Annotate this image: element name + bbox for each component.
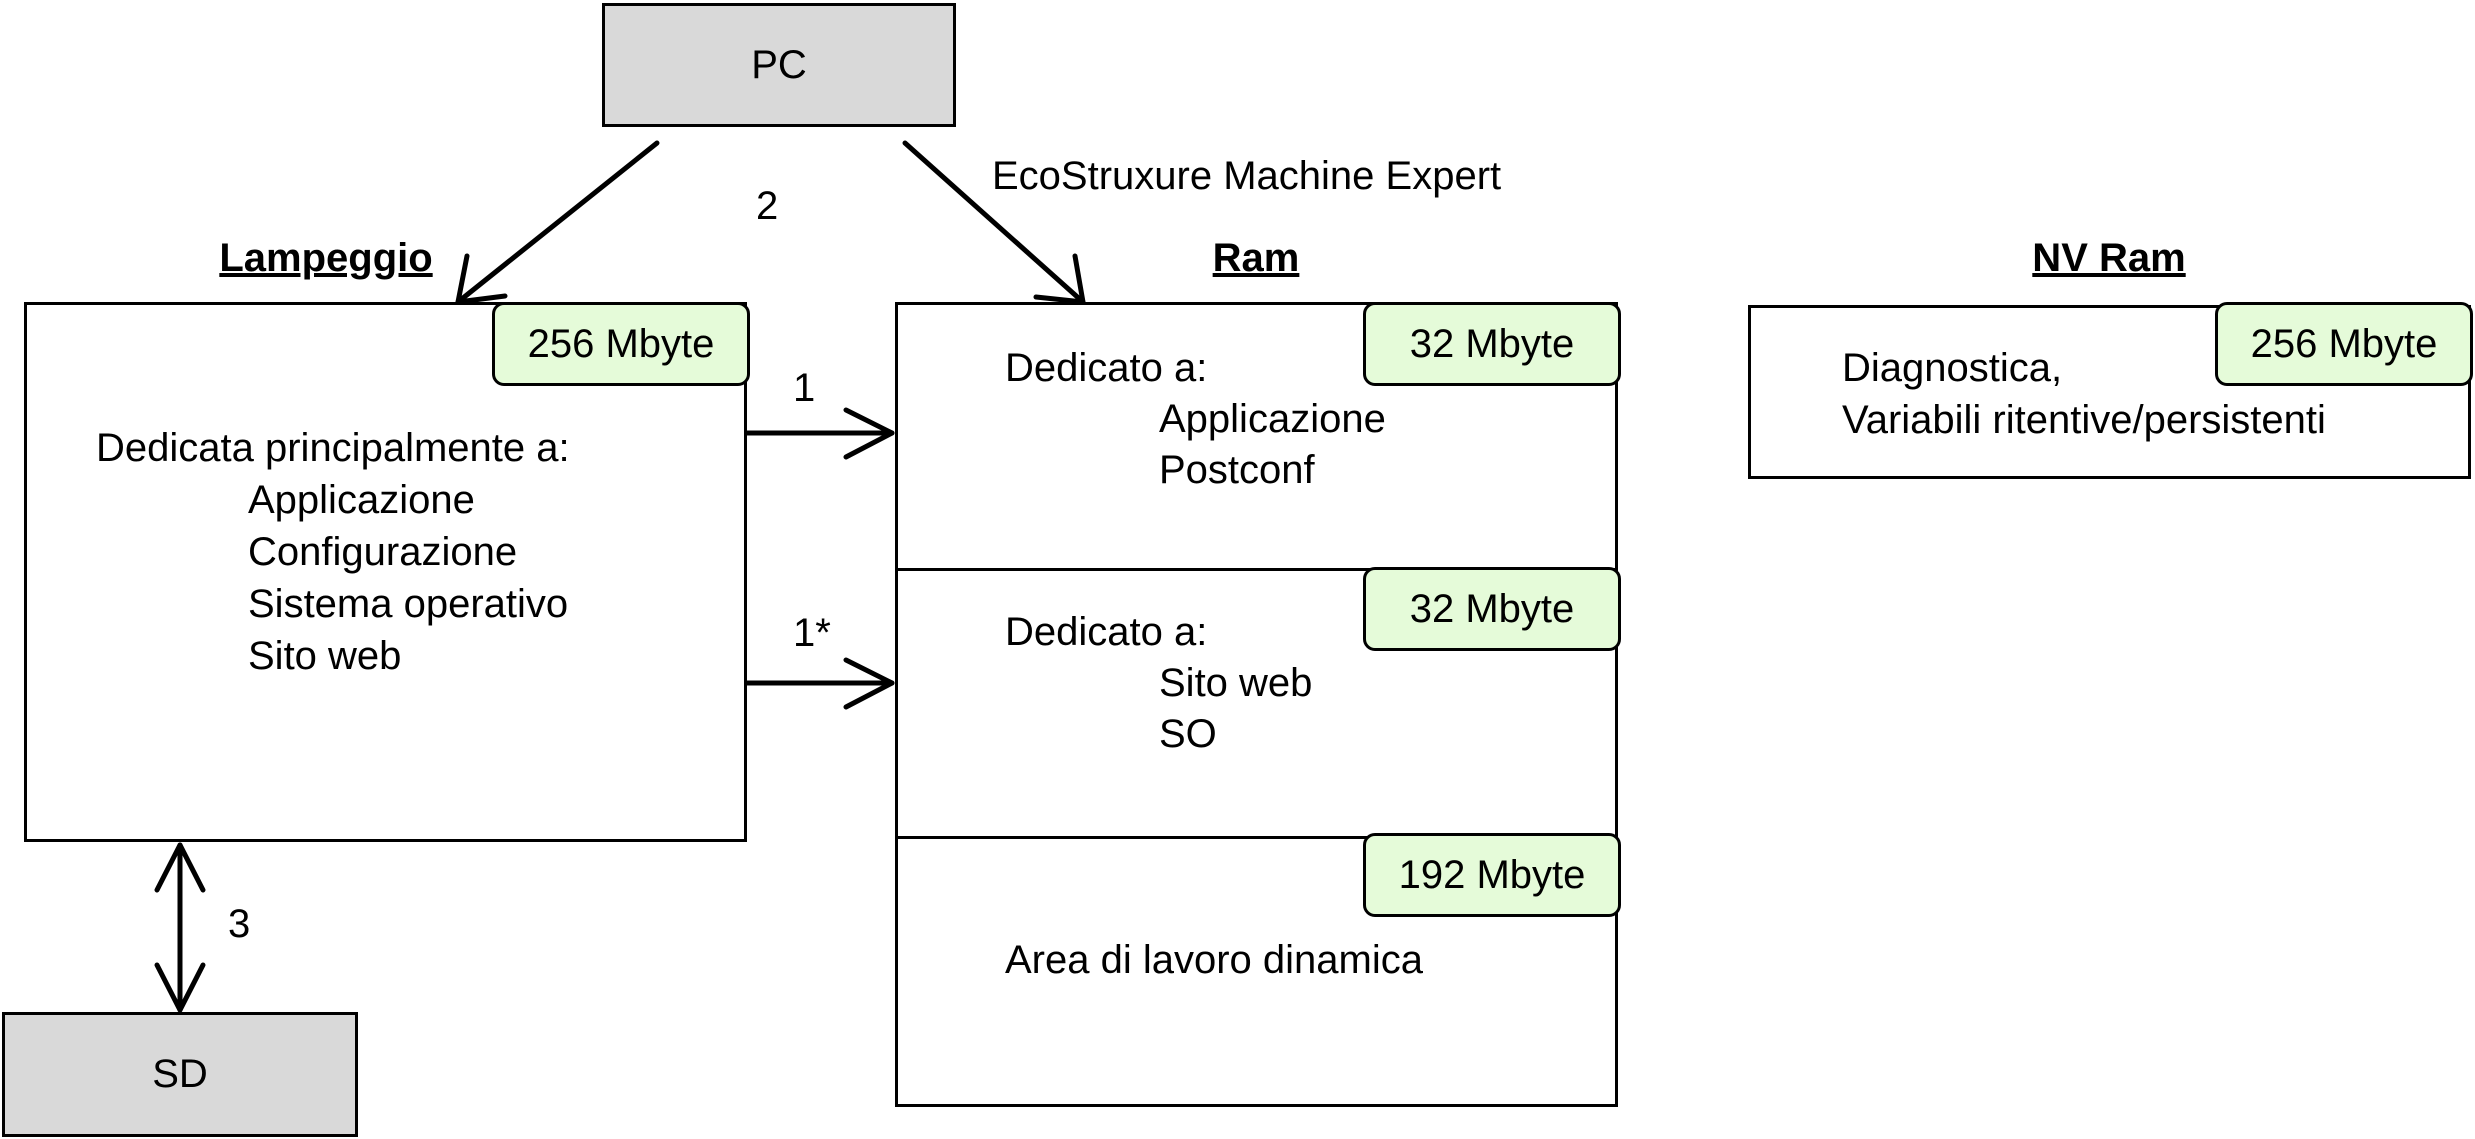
- pc-box: PC: [602, 3, 956, 127]
- ram-section-size-badge: 32 Mbyte: [1363, 567, 1621, 651]
- ram-section-item: Applicazione: [1159, 397, 1386, 441]
- ram-section-heading: Dedicato a:: [1005, 610, 1208, 654]
- flash-item: Applicazione: [248, 478, 475, 522]
- ram-section-item: SO: [1159, 712, 1217, 756]
- flash-item: Configurazione: [248, 530, 518, 574]
- arrow-label-3: 3: [228, 902, 251, 946]
- nvram-size-badge: 256 Mbyte: [2215, 302, 2473, 386]
- ram-section-heading: Dedicato a:: [1005, 346, 1208, 390]
- pc-label: PC: [751, 42, 807, 87]
- nvram-title: NV Ram: [2032, 236, 2186, 280]
- nvram-line: Diagnostica,: [1842, 346, 2063, 390]
- arrow-label-2: 2: [756, 184, 779, 228]
- arrow-flash-sd: [154, 842, 206, 1013]
- flash-item: Sito web: [248, 634, 402, 678]
- ram-section-size-badge: 32 Mbyte: [1363, 302, 1621, 386]
- flash-item: Sistema operativo: [248, 582, 569, 626]
- nvram-box: [1748, 305, 2471, 479]
- ram-divider: [895, 568, 1618, 571]
- arrow-pc-to-flash: [455, 140, 660, 305]
- ram-divider: [895, 836, 1618, 839]
- flash-size-badge: 256 Mbyte: [492, 302, 750, 386]
- sd-box: SD: [2, 1012, 358, 1137]
- ram-box: [895, 302, 1618, 1107]
- flash-heading: Dedicata principalmente a:: [96, 426, 570, 470]
- flash-box: [24, 302, 747, 842]
- ram-section-item: Sito web: [1159, 661, 1313, 705]
- ram-section-heading: Area di lavoro dinamica: [1005, 938, 1423, 982]
- flash-title: Lampeggio: [219, 236, 433, 280]
- ram-title: Ram: [1212, 236, 1300, 280]
- software-label: EcoStruxure Machine Expert: [992, 154, 1502, 198]
- arrow-label-1: 1: [793, 366, 816, 410]
- sd-label: SD: [152, 1052, 208, 1096]
- arrow-label-1-star: 1*: [793, 611, 831, 655]
- nvram-line: Variabili ritentive/persistenti: [1842, 398, 2326, 442]
- ram-section-item: Postconf: [1159, 448, 1315, 492]
- ram-section-size-badge: 192 Mbyte: [1363, 833, 1621, 917]
